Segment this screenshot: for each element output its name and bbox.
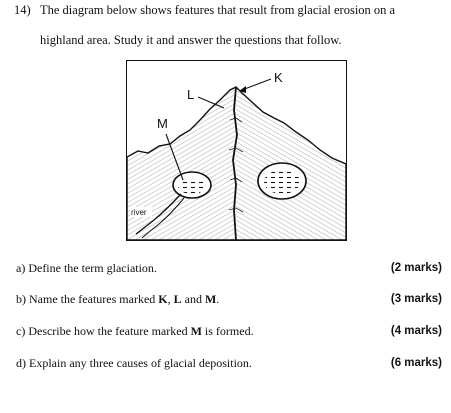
part-c-text: c) Describe how the feature marked M is …: [16, 324, 254, 338]
question-number: 14): [14, 3, 31, 17]
part-d-marks: (6 marks): [390, 357, 442, 369]
feature-k: K: [158, 292, 168, 306]
corrie-right: [257, 162, 307, 200]
part-c-marks: (4 marks): [390, 325, 442, 337]
intro-line-2: highland area. Study it and answer the q…: [40, 33, 342, 47]
part-a-text: a) Define the term glaciation.: [16, 261, 157, 275]
part-d-text: d) Explain any three causes of glacial d…: [16, 356, 252, 370]
part-b-marks: (3 marks): [390, 293, 442, 305]
label-l: L: [187, 87, 194, 102]
part-b-text: b) Name the features marked K, L and M.: [16, 292, 220, 306]
river: [135, 193, 185, 239]
label-k: K: [274, 70, 283, 85]
feature-m-ref: M: [190, 324, 202, 338]
label-lines: [165, 78, 272, 181]
feature-l: L: [173, 292, 182, 306]
corrie-left: [172, 171, 212, 199]
glacial-erosion-diagram: river K L M: [126, 60, 347, 241]
intro-line-1: The diagram below shows features that re…: [40, 3, 396, 17]
part-a-marks: (2 marks): [390, 262, 442, 274]
label-m: M: [157, 116, 168, 131]
feature-m: M: [204, 292, 217, 306]
river-label: river: [131, 208, 147, 217]
question-intro: 14) The diagram below shows features that…: [14, 2, 444, 48]
